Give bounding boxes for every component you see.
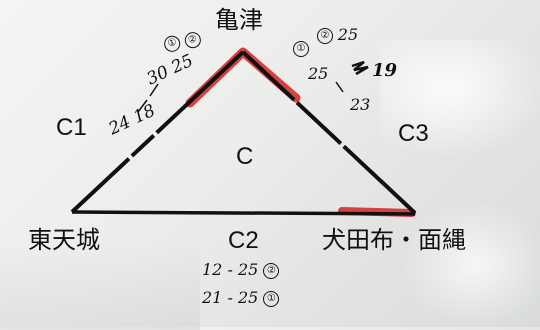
node-higashiamagi: 東天城 (28, 226, 100, 254)
bottom-note-1-text: 12 - 25 (202, 260, 259, 279)
dash-right (335, 81, 344, 93)
dash-left-2 (137, 99, 148, 113)
right-note-2: 23 (350, 95, 371, 114)
circled-mark-2: ② (183, 30, 202, 50)
edge-left-line (70, 50, 245, 214)
bottom-note-2-text: 21 - 25 (202, 288, 259, 307)
center-label-c: C (236, 143, 254, 170)
scratch-mark (351, 60, 369, 76)
right-mark: ① (293, 41, 309, 57)
circled-mark-2b: ② (317, 28, 333, 44)
node-kametsu: 亀津 (215, 6, 263, 34)
highlight-top (185, 47, 301, 108)
node-inutabu-omonawa: 犬田布・面縄 (322, 226, 466, 254)
circled-mark-1b: ① (293, 41, 309, 57)
edge-label-c1: C1 (56, 114, 87, 141)
circled-mark-1c: ① (263, 290, 280, 307)
edge-bottom-line (71, 210, 416, 216)
top-right-value: 25 (337, 25, 359, 44)
right-note-1: 25 (308, 64, 329, 83)
circled-mark-2c: ② (263, 262, 280, 279)
top-right-note: ② 25 (317, 27, 358, 44)
dash-left (149, 83, 159, 97)
right-scratch-value: 19 (372, 60, 398, 81)
bottom-note-2: 21 - 25 ① (202, 288, 280, 307)
edge-right-line (241, 50, 417, 215)
bottom-note-1: 12 - 25 ② (202, 260, 280, 279)
circled-mark-1: ① (162, 34, 182, 54)
edge-label-c3: C3 (398, 120, 429, 147)
edge-label-c2: C2 (228, 227, 259, 254)
